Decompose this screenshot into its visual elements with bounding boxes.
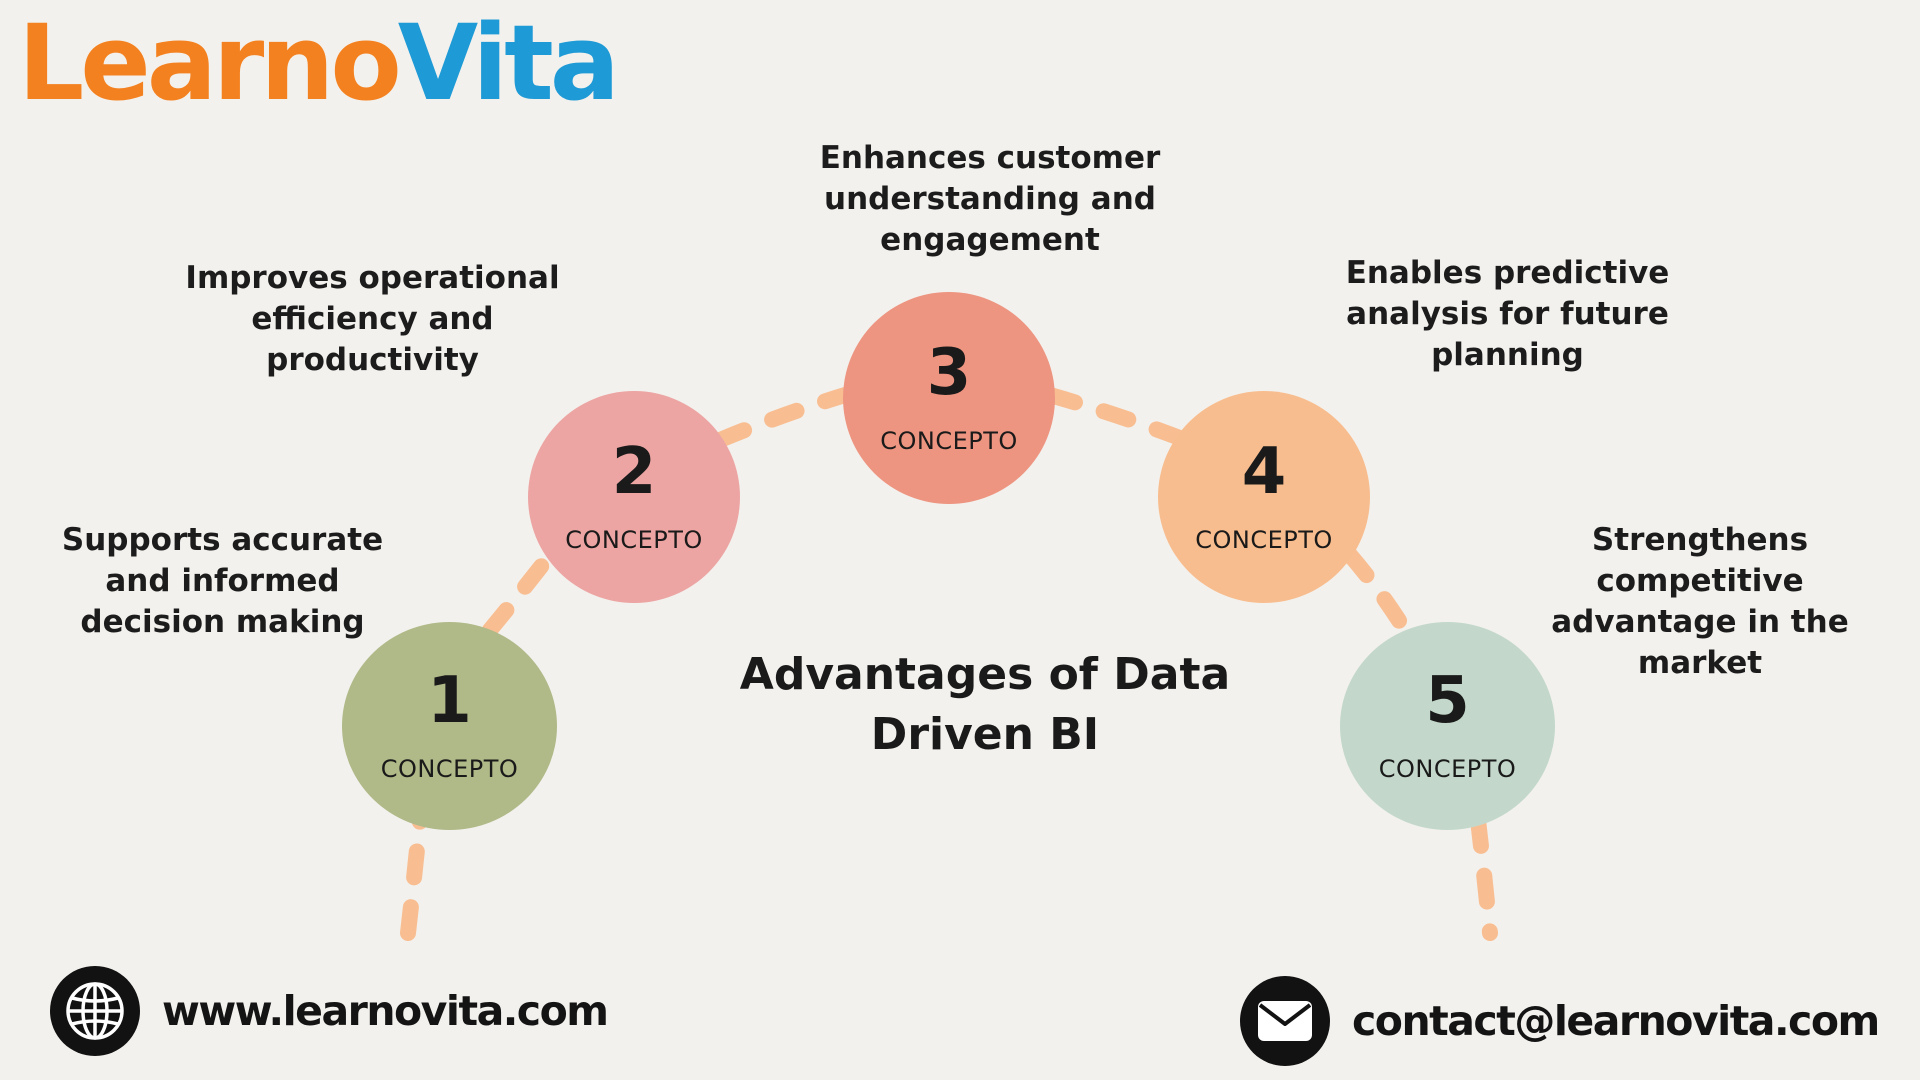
email-link[interactable]: contact@learnovita.com [1352,997,1880,1045]
step-label-2: CONCEPTO [565,526,703,554]
step-number-1: 1 [427,664,472,738]
connector-1-to-2 [482,547,558,638]
connector-start-to-1 [400,812,428,941]
step-circle-5: 5 CONCEPTO [1340,622,1555,830]
learnovita-logo: LearnoVita [18,6,620,120]
footer-email[interactable]: contact@learnovita.com [1240,976,1880,1066]
step-label-5: CONCEPTO [1378,755,1517,783]
footer-website[interactable]: www.learnovita.com [50,966,609,1056]
website-link[interactable]: www.learnovita.com [162,987,609,1035]
envelope-icon [1240,976,1330,1066]
step-circle-2: 2 CONCEPTO [528,391,740,603]
step-description-3: Enhances customer understanding and enga… [819,140,1161,258]
step-circle-4: 4 CONCEPTO [1158,391,1370,603]
step-number-2: 2 [611,435,657,509]
step-description-5: Strengthens competitive advantage in the… [1551,522,1849,681]
logo-text-learno: Learno [18,2,402,124]
connector-2-to-3 [712,387,853,448]
step-circle-1: 1 CONCEPTO [342,622,557,830]
globe-icon [50,966,140,1056]
step-label-3: CONCEPTO [880,427,1018,455]
connector-3-to-4 [1042,387,1193,448]
connector-5-to-end [1470,812,1498,941]
step-label-4: CONCEPTO [1195,526,1333,554]
logo-text-vita: Vita [397,2,620,124]
step-number-5: 5 [1425,664,1470,738]
step-label-1: CONCEPTO [380,755,519,783]
connector-4-to-5 [1342,547,1413,638]
step-description-2: Improves operational efficiency and prod… [185,260,560,378]
diagram-title: Advantages of Data Driven BI [739,649,1231,760]
step-description-4: Enables predictive analysis for future p… [1345,255,1670,373]
step-number-3: 3 [926,336,972,410]
step-circle-3: 3 CONCEPTO [843,292,1055,504]
step-number-4: 4 [1241,435,1287,509]
step-description-1: Supports accurate and informed decision … [61,522,384,640]
